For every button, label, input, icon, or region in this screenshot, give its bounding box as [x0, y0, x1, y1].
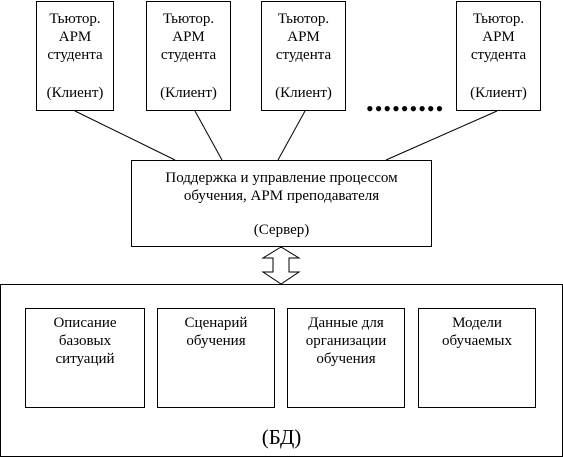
- server-box: Поддержка и управление процессом обучени…: [131, 160, 432, 247]
- db-item-base-situations: Описание базовых ситуаций: [25, 308, 145, 408]
- client-box-3: Тьютор. АРМ студента (Клиент): [261, 1, 346, 111]
- client-title: Тьютор. АРМ студента: [470, 11, 527, 63]
- db-item-learning-scenario: Сценарий обучения: [157, 308, 275, 408]
- server-role: (Сервер): [253, 222, 310, 238]
- database-label: (БД): [261, 425, 302, 449]
- ellipsis-dots: •••••••••: [366, 96, 445, 121]
- bidirectional-arrow-icon: [261, 246, 301, 285]
- db-item-label: Описание базовых ситуаций: [53, 315, 117, 367]
- client-box-1: Тьютор. АРМ студента (Клиент): [36, 1, 114, 111]
- db-item-organization-data: Данные для организации обучения: [287, 308, 405, 408]
- db-item-label: Модели обучаемых: [442, 315, 512, 349]
- client-title: Тьютор. АРМ студента: [275, 11, 332, 63]
- db-item-label: Данные для организации обучения: [305, 315, 387, 367]
- client-title: Тьютор. АРМ студента: [47, 11, 103, 63]
- client-role: (Клиент): [275, 85, 332, 101]
- client-box-4: Тьютор. АРМ студента (Клиент): [456, 1, 541, 111]
- connector-client-1: [74, 110, 176, 161]
- db-item-learner-models: Модели обучаемых: [418, 308, 536, 408]
- client-role: (Клиент): [160, 85, 217, 101]
- connector-client-3: [277, 110, 306, 161]
- connector-client-2: [194, 110, 223, 161]
- client-box-2: Тьютор. АРМ студента (Клиент): [146, 1, 231, 111]
- db-item-label: Сценарий обучения: [184, 315, 248, 349]
- client-role: (Клиент): [470, 85, 527, 101]
- server-title: Поддержка и управление процессом обучени…: [165, 170, 398, 204]
- client-role: (Клиент): [46, 85, 104, 101]
- client-title: Тьютор. АРМ студента: [160, 11, 217, 63]
- connector-client-4: [385, 110, 498, 161]
